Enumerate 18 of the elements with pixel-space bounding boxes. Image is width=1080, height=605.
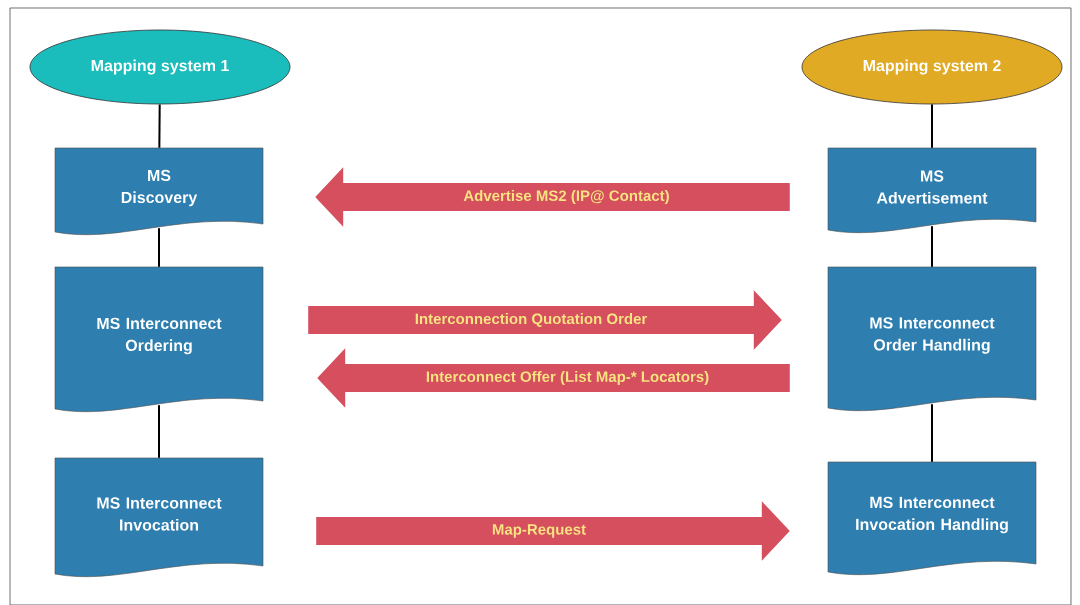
connector-line (931, 403, 933, 463)
document-box: MS Interconnect Invocation (54, 457, 264, 578)
edge-label: Interconnection Quotation Order (415, 313, 648, 327)
edge-label: Map-Request (492, 524, 586, 538)
connector-line (158, 103, 161, 149)
edge-label: Interconnect Offer (List Map-* Locators) (426, 371, 709, 385)
edge-label: Advertise MS2 (IP@ Contact) (463, 190, 669, 204)
connector-line (931, 103, 933, 149)
document-box: MS Discovery (54, 147, 264, 236)
ellipse-node: Mapping system 1 (29, 29, 291, 105)
document-box: MS Interconnect Ordering (54, 266, 264, 413)
document-box: MS Interconnect Order Handling (827, 266, 1037, 412)
connector-line (158, 404, 160, 459)
connector-line (158, 227, 160, 268)
connector-line (931, 225, 933, 268)
ellipse-node: Mapping system 2 (801, 29, 1063, 105)
document-box: MS Interconnect Invocation Handling (827, 461, 1037, 576)
document-box: MS Advertisement (827, 147, 1037, 234)
